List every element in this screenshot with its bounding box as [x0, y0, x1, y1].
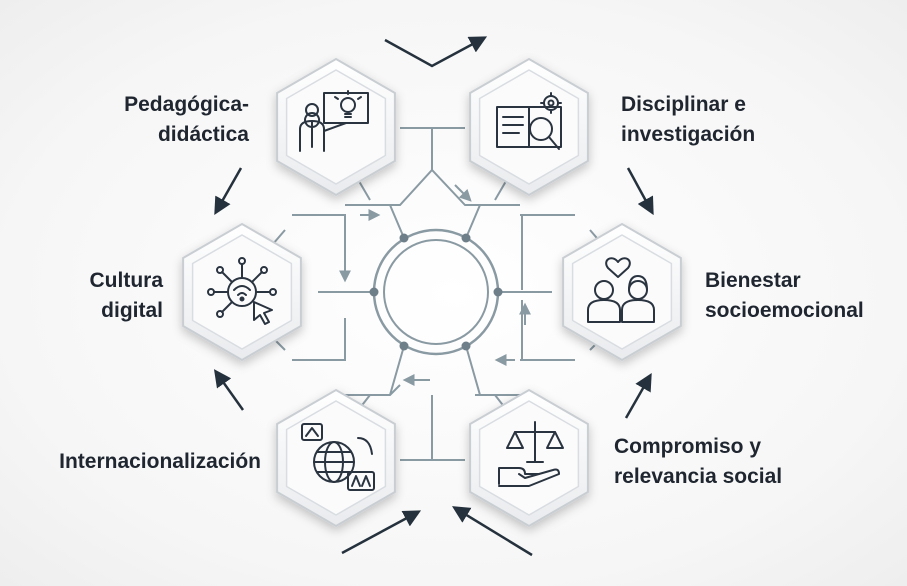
arrow-top [384, 36, 488, 68]
arrow-bottom [452, 506, 533, 557]
arrow-lower-left [213, 369, 245, 411]
hexagon-face [571, 234, 673, 350]
connector-nodes [369, 233, 503, 351]
book-magnifier-gear-icon [496, 92, 562, 150]
two-people-heart-icon [587, 257, 655, 323]
globe-translate-icon [301, 423, 375, 491]
label-compromiso: Compromiso y relevancia social [614, 435, 783, 488]
hexagon-bienestar [562, 222, 682, 362]
label-internacionalizacion: Internacionalización [59, 450, 261, 473]
hand-scales-icon [498, 421, 564, 487]
hexagon-internacionalizacion [276, 388, 396, 528]
arrow-bottom-left [341, 510, 422, 555]
network-wifi-cursor-icon [207, 257, 277, 325]
label-cultura: Cultura digital [89, 269, 164, 322]
teacher-board-lightbulb-icon [299, 90, 369, 152]
arrow-upper-right [626, 167, 654, 216]
inner-flow-arrows [339, 184, 531, 386]
arrow-upper-left [214, 167, 243, 216]
label-pedagogica: Pedagógica- didáctica [124, 93, 249, 146]
cycle-arrows [213, 36, 654, 557]
hexagon-compromiso [469, 388, 589, 528]
label-bienestar: Bienestar socioemocional [705, 269, 864, 322]
arrow-lower-right [624, 372, 652, 419]
label-disciplinar: Disciplinar e investigación [621, 93, 756, 146]
